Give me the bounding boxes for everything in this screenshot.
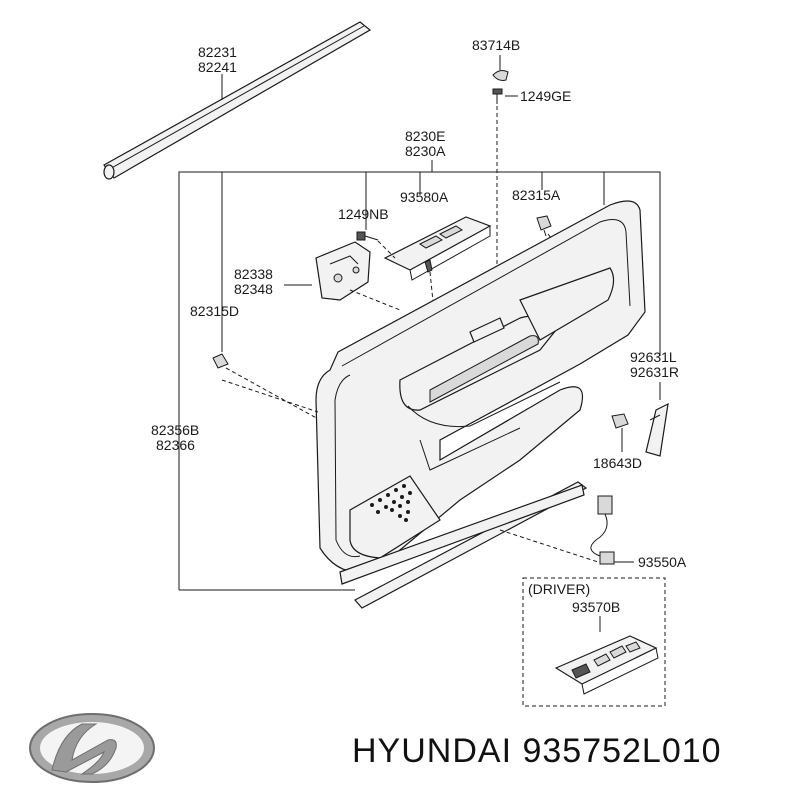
clip-82315D-part [212,353,229,369]
label-1249NB: 1249NB [338,206,389,222]
lamp-detail [649,414,661,421]
label-82338: 82338 [234,266,273,282]
dashed-leader [225,367,321,421]
master-switch-part [554,635,659,695]
pull-handle-bracket-part [315,241,371,301]
door-trim-panel [315,200,646,573]
label-93580A: 93580A [400,189,449,205]
door-lamp-part [645,402,669,457]
label-83714B: 83714B [472,37,520,53]
label-82315A: 82315A [512,187,561,203]
cap-part [492,70,509,81]
label-82241: 82241 [198,59,237,75]
label-82366: 82366 [156,437,195,453]
window-switch-part [383,216,492,281]
label-8230A: 8230A [405,143,446,159]
bulb-part [611,413,629,429]
label-driver: (DRIVER) [528,581,590,597]
label-8230E: 8230E [405,128,445,144]
dashed-leader [349,289,401,311]
label-18643D: 18643D [593,455,642,471]
weatherstrip-part [103,21,372,180]
wire-harness-part [590,495,615,565]
clip-82315A-part [536,215,552,237]
label-93550A: 93550A [638,554,687,570]
label-92631L: 92631L [630,349,677,365]
speaker-grille [370,484,412,522]
dashed-leader [499,529,599,563]
label-93570B: 93570B [572,599,620,615]
label-1249GE: 1249GE [520,88,571,104]
brand-part-number: HYUNDAI 935752L010 [352,732,722,770]
label-92631R: 92631R [630,364,679,380]
label-82231: 82231 [198,44,237,60]
label-82348: 82348 [234,281,273,297]
belt-strip-part [339,484,585,585]
label-82315D: 82315D [190,303,239,319]
hyundai-logo-icon [29,713,155,783]
screw-part [492,88,503,104]
driver-option-box [522,577,666,707]
screw-1249NB-part [356,231,379,241]
dashed-leader [221,379,319,413]
label-82356B: 82356B [151,422,199,438]
